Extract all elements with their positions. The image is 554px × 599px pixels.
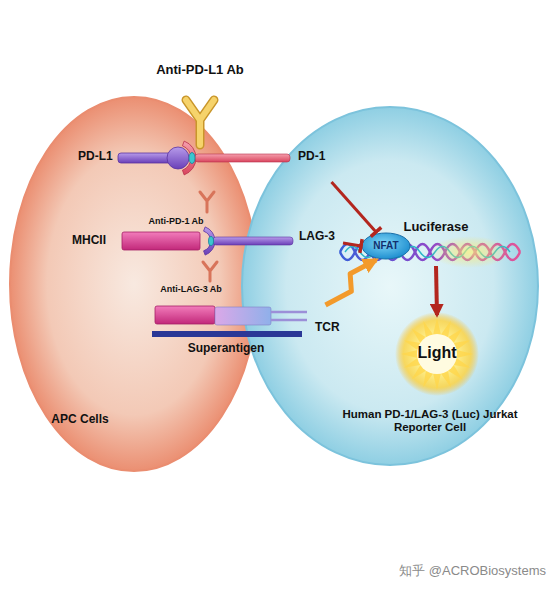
mhcii-molecule: MHCII	[72, 228, 202, 254]
pd-l1-receptor: PD-L1	[78, 140, 190, 176]
watermark: 知乎 @ACROBiosystems	[380, 564, 546, 579]
node-label: TCR	[315, 321, 347, 335]
apc-cell-shape	[8, 95, 260, 473]
node-label: PD-1	[298, 150, 338, 164]
antibody-label: Anti-LAG-3 Ab	[150, 284, 232, 294]
node-label: Human PD-1/LAG-3 (Luc) Jurkat Reporter C…	[335, 408, 525, 434]
luciferase-gene: Luciferase	[380, 214, 492, 266]
antibody-label: Anti-PD-L1 Ab	[140, 63, 260, 78]
antibody-label: Anti-PD-1 Ab	[138, 216, 214, 226]
pd-1-receptor: PD-1	[186, 140, 336, 182]
node-label: APC Cells	[35, 413, 125, 427]
node-label: LAG-3	[299, 230, 345, 244]
node-label: MHCII	[72, 234, 120, 248]
lag-3-receptor: LAG-3	[203, 222, 343, 260]
node-label: Superantigen	[150, 342, 302, 356]
node-label: Luciferase	[380, 220, 492, 235]
node-label: Light	[395, 344, 479, 362]
light-emission: Light	[395, 315, 479, 393]
apc-cell: APC Cells PD-L1MHCII	[8, 95, 260, 473]
mhc-segment	[155, 306, 215, 324]
node-label: PD-L1	[78, 150, 120, 164]
superantigen: Superantigen	[150, 330, 315, 364]
node-label: NFAT	[361, 240, 411, 252]
nfat-factor: NFAT	[361, 232, 411, 260]
